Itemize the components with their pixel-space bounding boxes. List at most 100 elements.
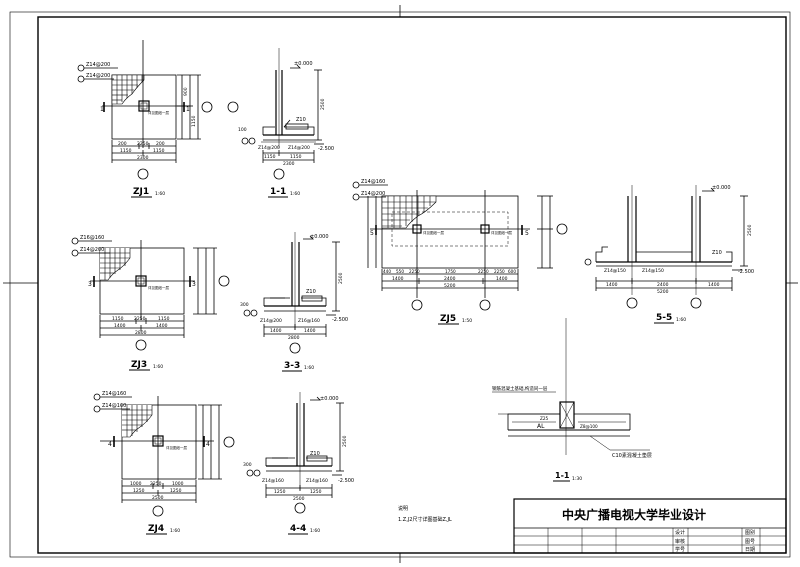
- plan-note-a: 详见图纸一层: [423, 230, 444, 235]
- dim-c: 2250: [409, 269, 420, 274]
- section-mark-5-right: 5: [525, 230, 529, 237]
- dim-i: 2400: [444, 276, 456, 282]
- section-5-5: ±0.000 Z10 -2.500 2500 Z14@150 Z14@150 1…: [584, 185, 754, 324]
- dim-c: 200: [156, 141, 165, 147]
- dim-h: 1400: [392, 276, 404, 282]
- dim-total: 5200: [657, 289, 669, 295]
- dim-b: 550: [396, 269, 404, 274]
- dim-c: 1000: [172, 481, 184, 487]
- dim-c: 1400: [708, 282, 720, 288]
- dim-a: 440: [383, 269, 391, 274]
- dim-left: 1250: [274, 489, 286, 495]
- field-review: 审核: [675, 538, 685, 545]
- dim-total: 2800: [288, 335, 300, 341]
- detail-bar: Z25: [540, 416, 549, 421]
- field-date: 日期: [745, 547, 755, 553]
- field-design: 设计: [675, 529, 685, 536]
- dim-left: 1150: [264, 154, 276, 160]
- left-dim: 100: [238, 127, 247, 133]
- detail-note: 钢筋混凝土基础,构造同一层: [492, 385, 548, 392]
- section-label: 4-4: [290, 524, 306, 534]
- notes-heading: 说明: [398, 505, 408, 512]
- section-mark-4-left: 4: [108, 441, 112, 448]
- plan-scale: 1:50: [462, 318, 472, 324]
- dim-d: 1150: [120, 148, 132, 154]
- dim-f: 2250: [494, 269, 505, 274]
- rebar-mesh: [111, 74, 145, 105]
- rebar-a: Z14@160: [262, 478, 284, 484]
- bar-callout: Z10: [712, 250, 722, 256]
- elev-bottom: -2.500: [338, 478, 354, 484]
- rebar-callout-2: Z14@200: [80, 247, 104, 253]
- bar-callout: Z10: [306, 289, 316, 295]
- dim-left: 1400: [270, 328, 282, 334]
- footing-plan-zj3: 3 3 Z16@160 Z14@200 详见图纸一层 1150 2250 115…: [71, 235, 230, 371]
- plan-label: ZJ5: [440, 314, 456, 324]
- section-mark-1-right: 1: [186, 106, 190, 113]
- elev-bottom: -2.500: [738, 269, 754, 275]
- field-drawing-type: 图别: [745, 529, 755, 536]
- elev-bottom: -2.500: [332, 317, 348, 323]
- plan-note-b: 详见图纸一层: [491, 230, 512, 235]
- elev-bottom: -2.500: [318, 146, 334, 152]
- depth-dim: 2500: [747, 224, 753, 236]
- rebar-a: Z14@200: [260, 318, 282, 324]
- plan-scale: 1:60: [155, 191, 165, 197]
- rebar-callout-1: Z14@200: [86, 62, 110, 68]
- left-dim: 300: [243, 462, 252, 468]
- left-dim: 300: [240, 302, 249, 308]
- rebar-b: Z14@160: [306, 478, 328, 484]
- dim-a: 1000: [130, 481, 142, 487]
- dim-side-a: 900: [183, 87, 189, 96]
- detail-1-1: 钢筋混凝土基础,构造同一层 AL Z25 Z8@100 C10素混凝土垫层 1-…: [492, 318, 652, 482]
- section-3-3: ±0.000 Z10 -2.500 2500 300 Z14@200 Z16@1…: [240, 232, 348, 372]
- rebar-a: Z14@200: [258, 145, 280, 151]
- rebar-callout-1: Z16@160: [80, 235, 104, 241]
- dim-d: 1250: [133, 488, 145, 494]
- rebar-callout-2: Z14@200: [86, 73, 110, 79]
- rebar-b: Z16@160: [298, 318, 320, 324]
- section-1-1: ±0.000 Z10 -2.500 2500 100 Z14@200 Z14@2…: [227, 48, 334, 198]
- section-scale: 1:60: [290, 191, 300, 197]
- section-label: 1-1: [270, 187, 286, 197]
- dim-right: 1250: [310, 489, 322, 495]
- footing-plan-zj5: 5 5 Z14@160 Z14@200 详见图纸一层 详见图纸一层 440 55…: [352, 179, 568, 325]
- dim-total: 2300: [283, 161, 295, 167]
- detail-label: 1-1: [555, 471, 570, 480]
- section-scale: 1:60: [304, 365, 314, 371]
- dim-a: 1400: [606, 282, 618, 288]
- elev-top: ±0.000: [310, 234, 329, 240]
- field-student-id: 学号: [675, 546, 685, 553]
- section-scale: 1:60: [676, 317, 686, 323]
- section-mark-3-left: 3: [88, 281, 92, 288]
- title-block: 中央广播电视大学毕业设计 设计 审核 学号 图别 图号 日期: [513, 498, 787, 554]
- rebar-b: Z14@200: [288, 145, 310, 151]
- dim-c: 1150: [158, 316, 170, 322]
- plan-scale: 1:60: [170, 528, 180, 534]
- dim-right: 1150: [290, 154, 302, 160]
- sheet-frame: [3, 5, 798, 563]
- section-mark-3-right: 3: [192, 281, 196, 288]
- dim-j: 1400: [496, 276, 508, 282]
- detail-scale: 1:30: [572, 476, 582, 482]
- plan-note: 详见图纸一层: [166, 445, 187, 450]
- depth-dim: 2500: [342, 435, 348, 447]
- detail-stirrup: Z8@100: [580, 424, 598, 429]
- drawing-title: 中央广播电视大学毕业设计: [562, 507, 706, 522]
- dim-total: 5200: [444, 283, 456, 289]
- footing-plan-zj1: 1 1 Z14@200 Z14@200 详见图纸一层 200 2250 200 …: [77, 40, 213, 198]
- dim-a: 1150: [112, 316, 124, 322]
- dim-e: 2250: [478, 269, 489, 274]
- notes: 说明 1.Z,J2尺寸详图基础Z,JL: [398, 505, 452, 523]
- bar-callout: Z10: [310, 451, 320, 457]
- field-drawing-no: 图号: [745, 539, 755, 545]
- detail-tag: AL: [537, 423, 545, 430]
- dim-d: 1750: [445, 269, 456, 274]
- rebar-a: Z14@150: [604, 268, 626, 274]
- section-label: 5-5: [656, 313, 672, 323]
- elev-top: ±0.000: [320, 396, 339, 402]
- dim-side-b: 1150: [191, 115, 197, 127]
- section-mark-4-right: 4: [206, 441, 210, 448]
- notes-line-1: 1.Z,J2尺寸详图基础Z,JL: [398, 516, 452, 523]
